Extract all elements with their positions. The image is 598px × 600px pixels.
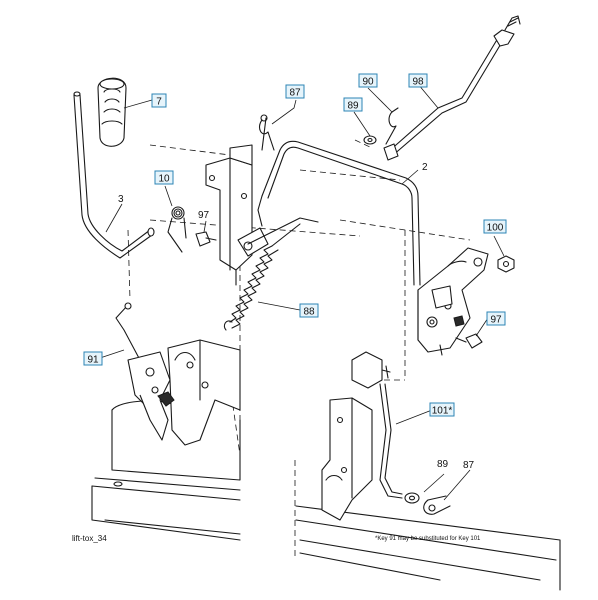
part-10-torsion-spring [167,206,187,253]
callout-91-label: 91 [87,355,99,366]
callout-101-label: 101* [432,406,453,417]
part-90-hairpin-clip [385,107,399,145]
part-100-nut [497,255,515,273]
callout-10-label: 10 [158,174,170,185]
part-7-handle-grip [97,77,127,147]
callout-97-left: 97 [198,210,210,221]
callout-90: 90 [358,73,378,88]
substitution-footnote: *Key 91 may be substituted for Key 101 [375,536,481,542]
callout-89-top-label: 89 [347,101,359,112]
callout-10: 10 [154,170,174,185]
right-lower-bracket [321,397,373,521]
part-101-adjustment-link [351,351,403,499]
callout-98-label: 98 [412,77,424,88]
callout-88-label: 88 [303,307,315,318]
callout-2: 2 [422,162,428,173]
callout-87-bottom: 87 [463,460,475,471]
callout-100-label: 100 [487,223,504,234]
part-98-adjust-rod [383,15,521,161]
callout-91: 91 [83,351,103,366]
alignment-lines [127,139,471,560]
callout-3-label: 3 [118,194,124,205]
mower-deck-frame [91,400,561,591]
left-pivot-bracket [167,339,241,446]
callout-87-bottom-label: 87 [463,460,475,471]
leader-lines [99,83,505,501]
part-88-extension-spring [223,223,301,331]
part-87-hairpin-clip-top [259,114,275,151]
part-97-bolt-left [195,231,217,247]
center-mount-bracket [205,144,319,286]
callout-90-label: 90 [362,77,374,88]
callout-89-bottom-label: 89 [437,459,449,470]
part-89-washer-top [363,135,377,145]
part-91-lift-link [115,302,175,441]
part-97-bolt-right [455,333,483,349]
callout-2-label: 2 [422,162,428,173]
callout-100: 100 [483,219,507,234]
callout-7-label: 7 [156,97,162,108]
callout-87-top: 87 [285,84,305,99]
callout-87-top-label: 87 [289,88,301,99]
callout-101: 101* [429,402,455,417]
part-2-lift-arm-rod [257,140,421,286]
part-89-washer-bottom [404,492,420,504]
callout-3: 3 [118,194,124,205]
part-3-lift-handle [73,91,155,259]
drawing-id: lift-tox_34 [72,534,107,543]
right-pivot-bracket [417,247,489,356]
callout-88: 88 [299,303,319,318]
callout-97-right-label: 97 [490,315,502,326]
callout-98: 98 [408,73,428,88]
callout-89-top: 89 [343,97,363,112]
callout-7: 7 [151,93,167,108]
part-87-hairpin-clip-bottom [423,495,451,515]
callout-97-left-label: 97 [198,210,210,221]
callout-97-right: 97 [486,311,506,326]
callout-89-bottom: 89 [437,459,449,470]
